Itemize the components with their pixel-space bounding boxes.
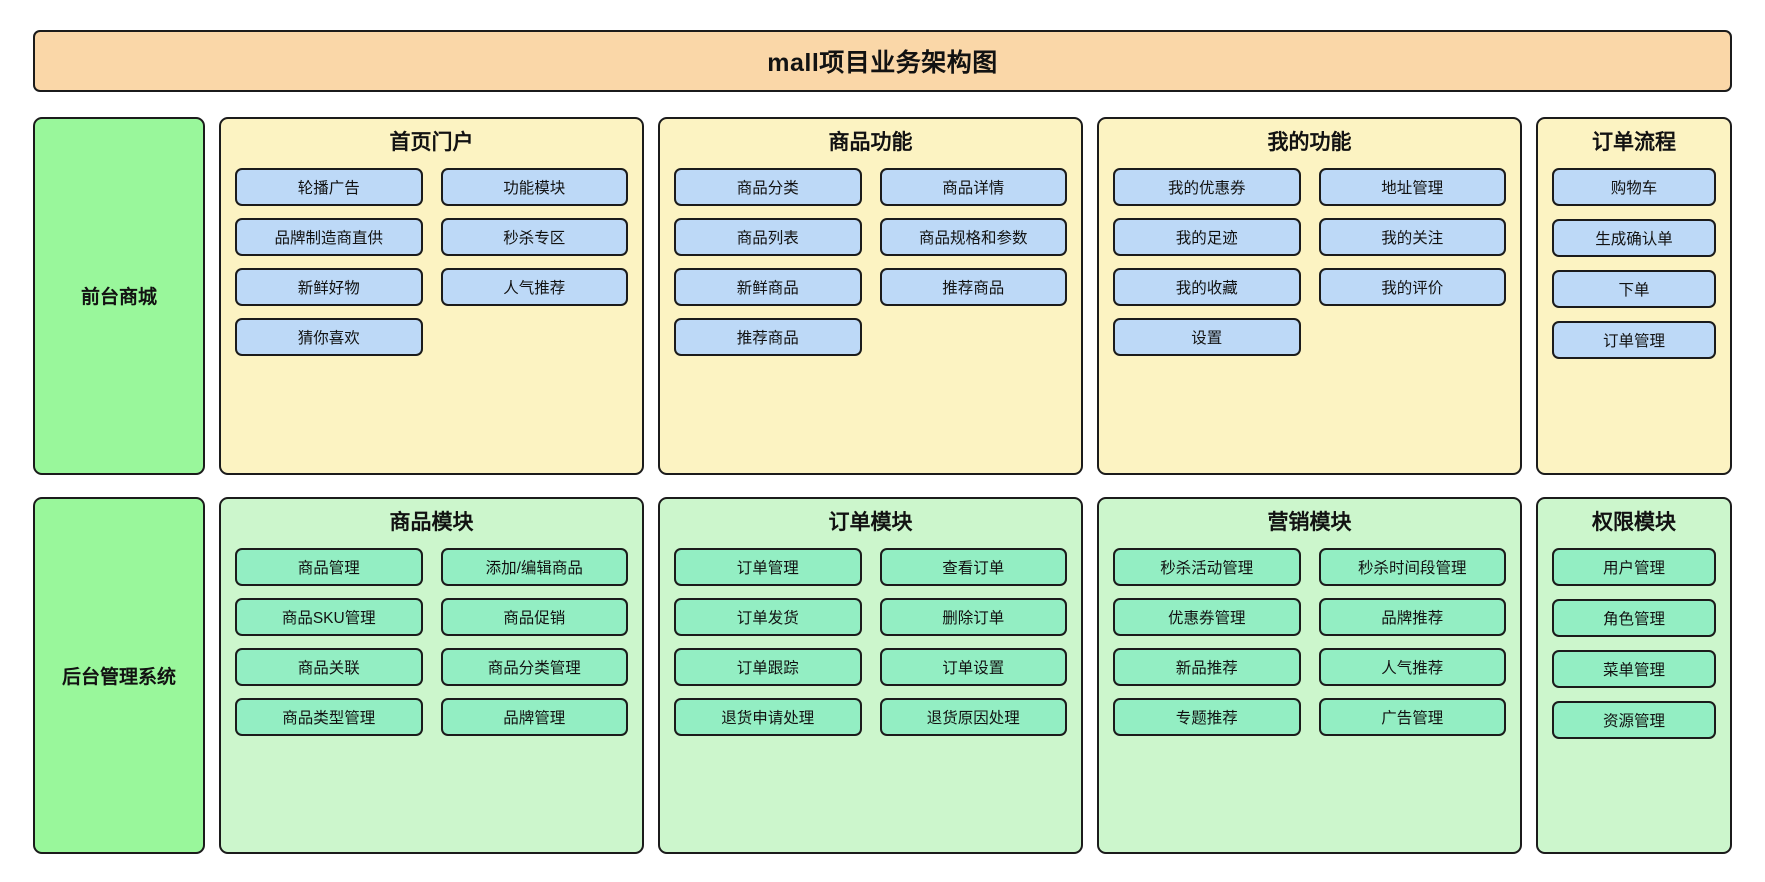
panel-item[interactable]: 角色管理 [1552,598,1716,637]
panel-item[interactable]: 订单设置 [879,647,1067,686]
panel-item[interactable]: 新鲜好物 [235,268,423,307]
panel-item[interactable]: 购物车 [1552,168,1716,207]
panel-item[interactable]: 秒杀专区 [440,218,628,257]
panel-item[interactable]: 删除订单 [879,597,1067,636]
panel-item[interactable]: 订单发货 [674,597,862,636]
panel-item[interactable]: 品牌制造商直供 [235,218,423,257]
panel-item-grid: 商品分类 商品详情 商品列表 商品规格和参数 新鲜商品 推荐商品 推荐商品 [674,168,1067,357]
panel-home-portal: 首页门户 轮播广告 功能模块 品牌制造商直供 秒杀专区 新鲜好物 人气推荐 猜你… [219,117,644,475]
panel-item[interactable]: 资源管理 [1552,700,1716,739]
panel-item[interactable]: 推荐商品 [674,318,862,357]
panel-item[interactable]: 商品列表 [674,218,862,257]
panel-item-grid: 购物车 生成确认单 下单 订单管理 [1552,168,1716,360]
panel-title: 首页门户 [389,131,474,154]
panel-item-grid: 秒杀活动管理 秒杀时间段管理 优惠券管理 品牌推荐 新品推荐 人气推荐 专题推荐… [1113,547,1506,736]
panel-item[interactable]: 商品详情 [879,168,1067,207]
row-label-text: 后台管理系统 [61,666,176,688]
panel-item-grid: 商品管理 添加/编辑商品 商品SKU管理 商品促销 商品关联 商品分类管理 商品… [235,547,628,736]
panel-item[interactable]: 商品促销 [440,597,628,636]
panel-item[interactable]: 商品关联 [235,647,423,686]
panel-item[interactable]: 功能模块 [440,168,628,207]
panel-item[interactable]: 我的优惠券 [1113,168,1301,207]
panel-order-flow: 订单流程 购物车 生成确认单 下单 订单管理 [1536,117,1732,475]
panel-item[interactable]: 商品类型管理 [235,697,423,736]
panel-item[interactable]: 我的关注 [1318,218,1506,257]
panel-item[interactable]: 查看订单 [879,547,1067,586]
panel-item[interactable]: 退货原因处理 [879,697,1067,736]
panel-item[interactable]: 我的收藏 [1113,268,1301,307]
panel-item[interactable]: 广告管理 [1318,697,1506,736]
panel-item[interactable]: 秒杀时间段管理 [1318,547,1506,586]
row-label-text: 前台商城 [80,287,157,309]
panel-item[interactable]: 人气推荐 [440,268,628,307]
panel-item[interactable]: 品牌推荐 [1318,597,1506,636]
panel-title: 商品模块 [389,510,474,534]
frontend-panel-group: 首页门户 轮播广告 功能模块 品牌制造商直供 秒杀专区 新鲜好物 人气推荐 猜你… [219,117,1732,475]
row-frontend: 前台商城 首页门户 轮播广告 功能模块 品牌制造商直供 秒杀专区 新鲜好物 人气… [33,117,1732,475]
panel-title: 订单模块 [828,510,913,534]
panel-item[interactable]: 新鲜商品 [674,268,862,307]
panel-item[interactable]: 生成确认单 [1552,219,1716,258]
panel-item[interactable]: 添加/编辑商品 [440,547,628,586]
panel-order-module: 订单模块 订单管理 查看订单 订单发货 删除订单 订单跟踪 订单设置 退货申请处… [658,496,1083,854]
page-title: mall项目业务架构图 [767,49,998,77]
panel-my-features: 我的功能 我的优惠券 地址管理 我的足迹 我的关注 我的收藏 我的评价 设置 [1097,117,1522,475]
row-label-frontend: 前台商城 [33,117,205,475]
panel-item[interactable]: 推荐商品 [879,268,1067,307]
panel-item[interactable]: 猜你喜欢 [235,318,423,357]
diagram-title-banner: mall项目业务架构图 [33,30,1732,92]
panel-item[interactable]: 退货申请处理 [674,697,862,736]
panel-item[interactable]: 商品管理 [235,547,423,586]
panel-title: 营销模块 [1267,510,1352,534]
panel-item[interactable]: 地址管理 [1318,168,1506,207]
panel-title: 订单流程 [1592,131,1676,154]
panel-item[interactable]: 订单管理 [1552,321,1716,360]
panel-item[interactable]: 设置 [1113,318,1301,357]
panel-item[interactable]: 优惠券管理 [1113,597,1301,636]
panel-item[interactable]: 品牌管理 [440,697,628,736]
panel-product-module: 商品模块 商品管理 添加/编辑商品 商品SKU管理 商品促销 商品关联 商品分类… [219,496,644,854]
panel-item[interactable]: 秒杀活动管理 [1113,547,1301,586]
panel-item-grid: 订单管理 查看订单 订单发货 删除订单 订单跟踪 订单设置 退货申请处理 退货原… [674,547,1067,736]
panel-product-features: 商品功能 商品分类 商品详情 商品列表 商品规格和参数 新鲜商品 推荐商品 推荐… [658,117,1083,475]
backend-panel-group: 商品模块 商品管理 添加/编辑商品 商品SKU管理 商品促销 商品关联 商品分类… [219,496,1732,854]
panel-item[interactable]: 人气推荐 [1318,647,1506,686]
panel-item[interactable]: 我的评价 [1318,268,1506,307]
panel-item[interactable]: 新品推荐 [1113,647,1301,686]
panel-title: 我的功能 [1267,131,1352,154]
panel-item[interactable]: 商品SKU管理 [235,597,423,636]
panel-title: 商品功能 [828,131,913,154]
panel-item-grid: 轮播广告 功能模块 品牌制造商直供 秒杀专区 新鲜好物 人气推荐 猜你喜欢 [235,168,628,357]
panel-item-grid: 用户管理 角色管理 菜单管理 资源管理 [1552,547,1716,739]
panel-item[interactable]: 专题推荐 [1113,697,1301,736]
panel-item[interactable]: 订单跟踪 [674,647,862,686]
panel-permission-module: 权限模块 用户管理 角色管理 菜单管理 资源管理 [1536,496,1732,854]
panel-item[interactable]: 我的足迹 [1113,218,1301,257]
panel-item[interactable]: 商品规格和参数 [879,218,1067,257]
panel-item[interactable]: 轮播广告 [235,168,423,207]
panel-item[interactable]: 订单管理 [674,547,862,586]
panel-item[interactable]: 商品分类管理 [440,647,628,686]
panel-item[interactable]: 用户管理 [1552,547,1716,586]
panel-item-grid: 我的优惠券 地址管理 我的足迹 我的关注 我的收藏 我的评价 设置 [1113,168,1506,357]
panel-item[interactable]: 下单 [1552,270,1716,309]
panel-marketing-module: 营销模块 秒杀活动管理 秒杀时间段管理 优惠券管理 品牌推荐 新品推荐 人气推荐… [1097,496,1522,854]
panel-title: 权限模块 [1592,510,1676,534]
panel-item[interactable]: 菜单管理 [1552,649,1716,688]
panel-item[interactable]: 商品分类 [674,168,862,207]
row-label-backend: 后台管理系统 [33,496,205,854]
row-backend: 后台管理系统 商品模块 商品管理 添加/编辑商品 商品SKU管理 商品促销 商品… [33,496,1732,854]
